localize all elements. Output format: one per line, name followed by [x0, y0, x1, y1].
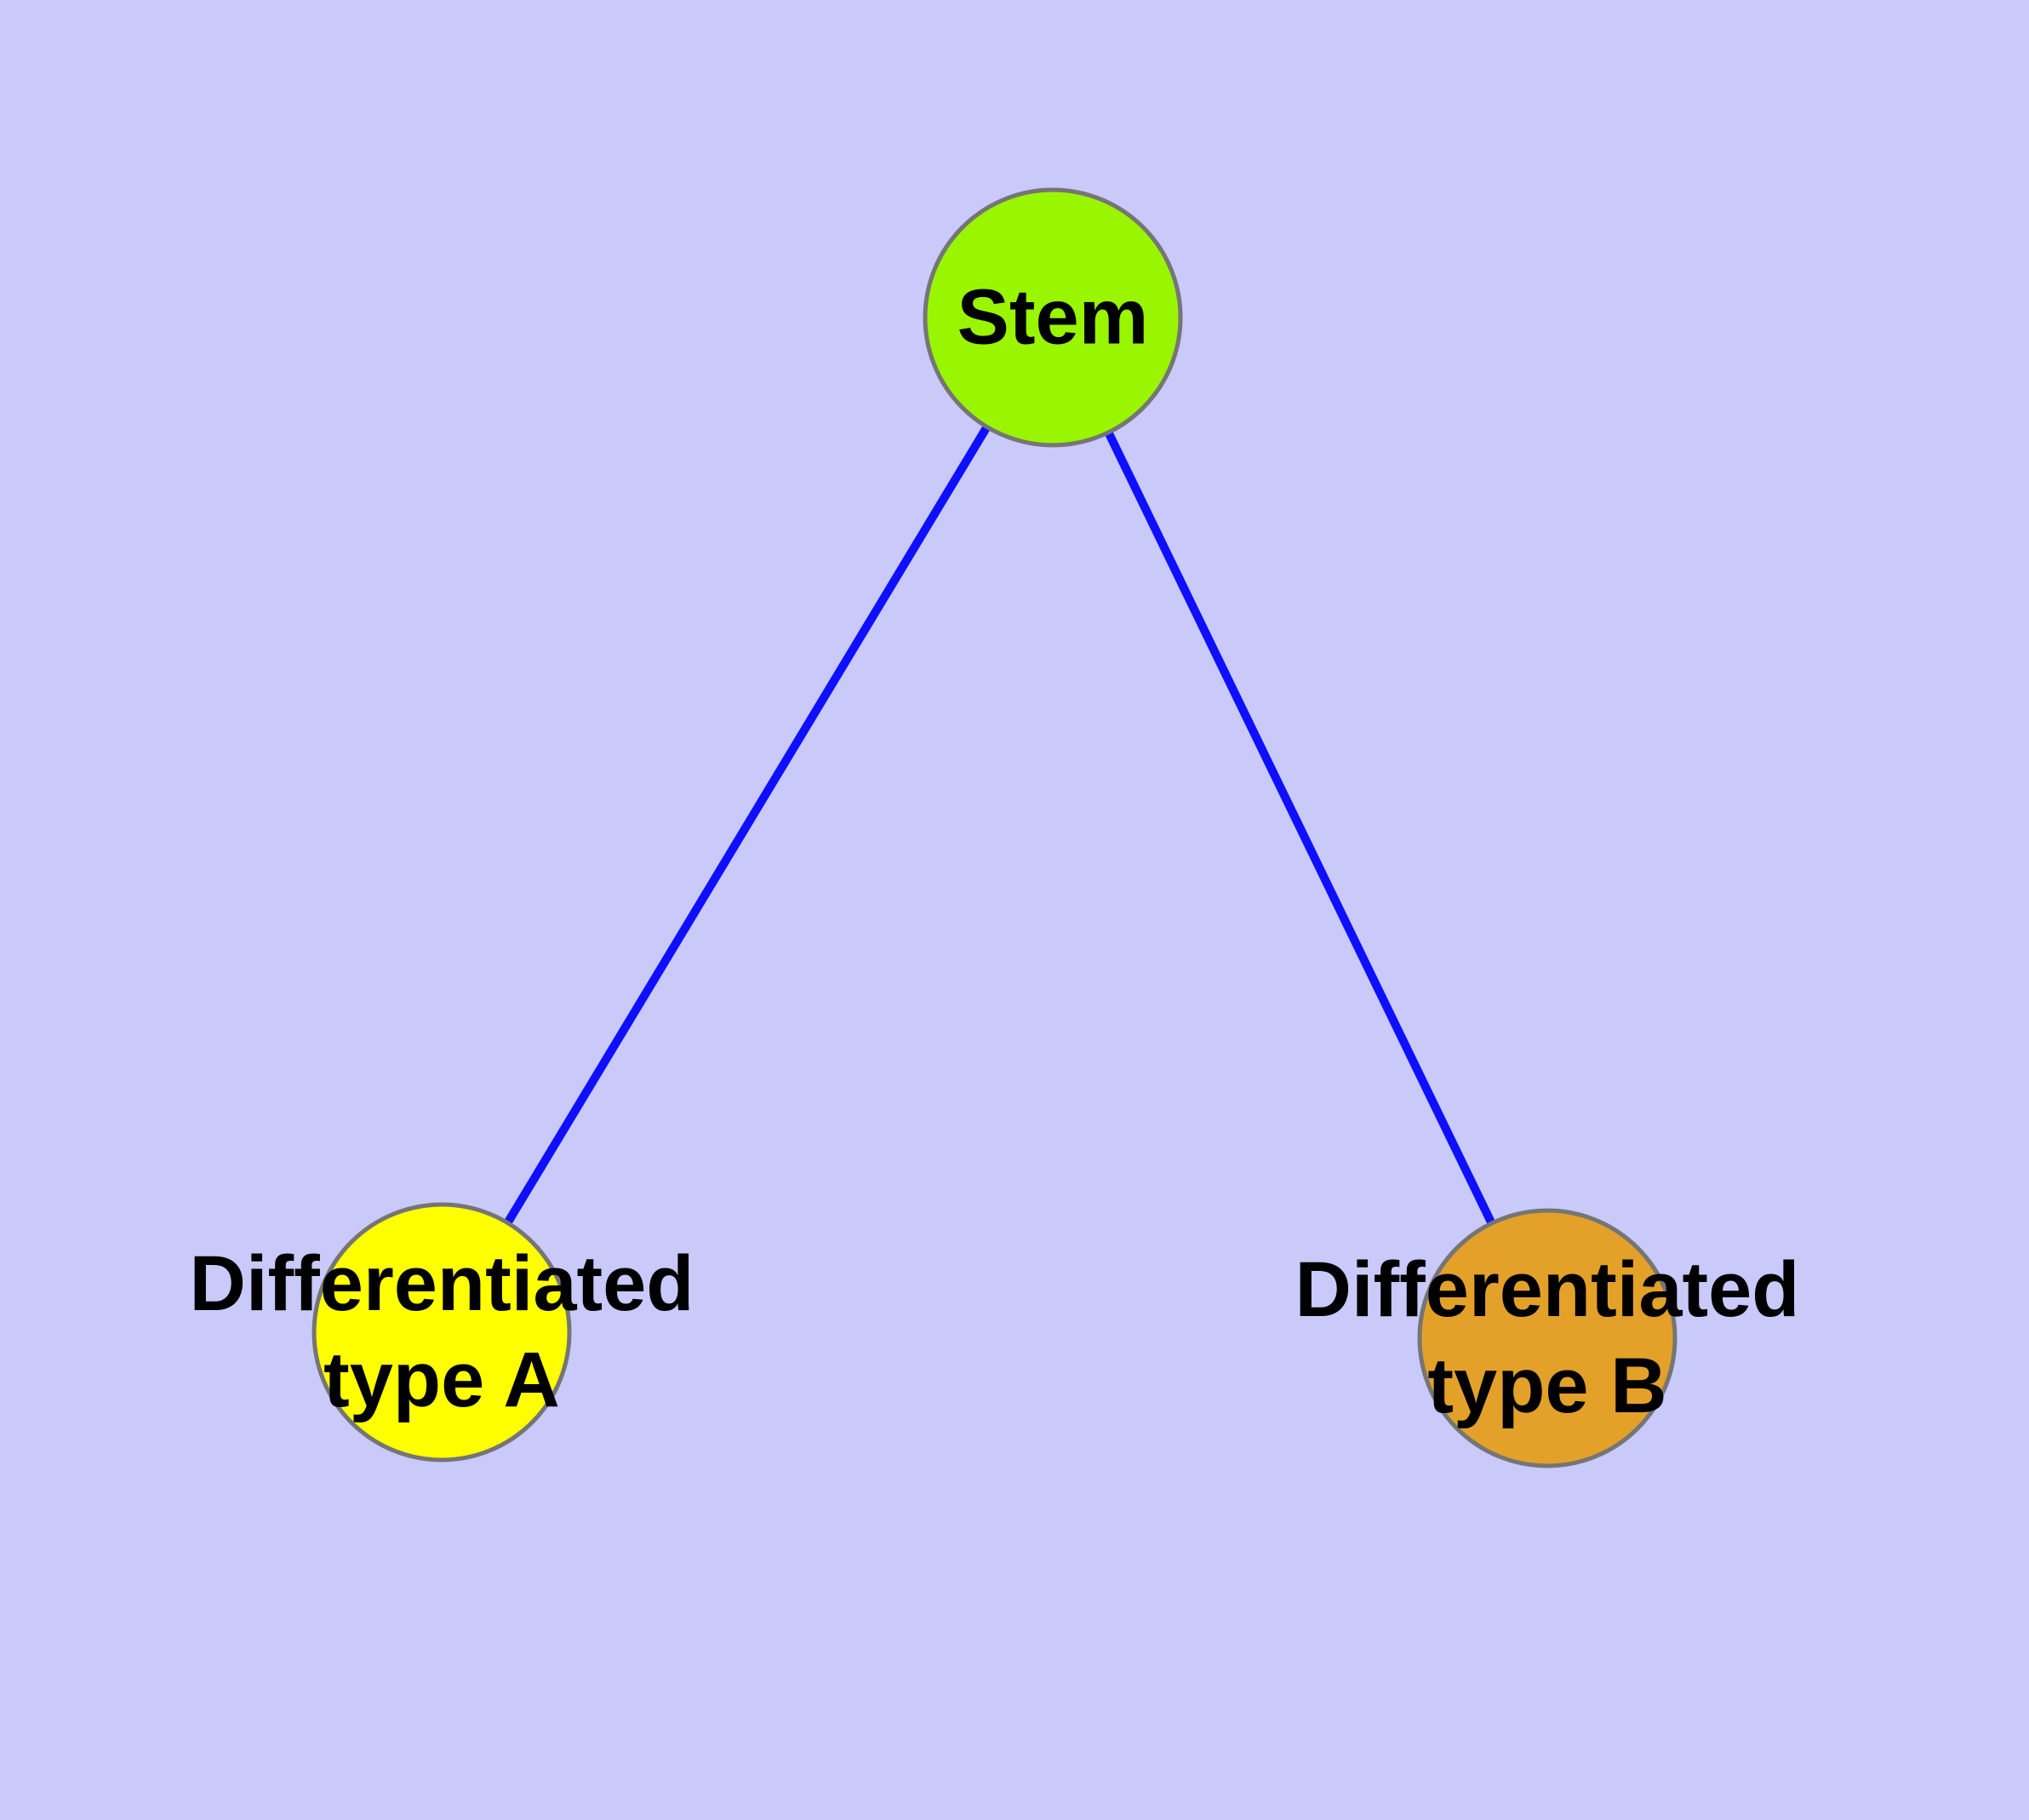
- node-stem-circle: [923, 187, 1183, 448]
- node-type-a-circle: [311, 1202, 572, 1462]
- edge-stem-to-type-b: [1049, 315, 1552, 1341]
- edge-stem-to-type-a: [437, 315, 1057, 1335]
- node-type-b-circle: [1417, 1208, 1677, 1468]
